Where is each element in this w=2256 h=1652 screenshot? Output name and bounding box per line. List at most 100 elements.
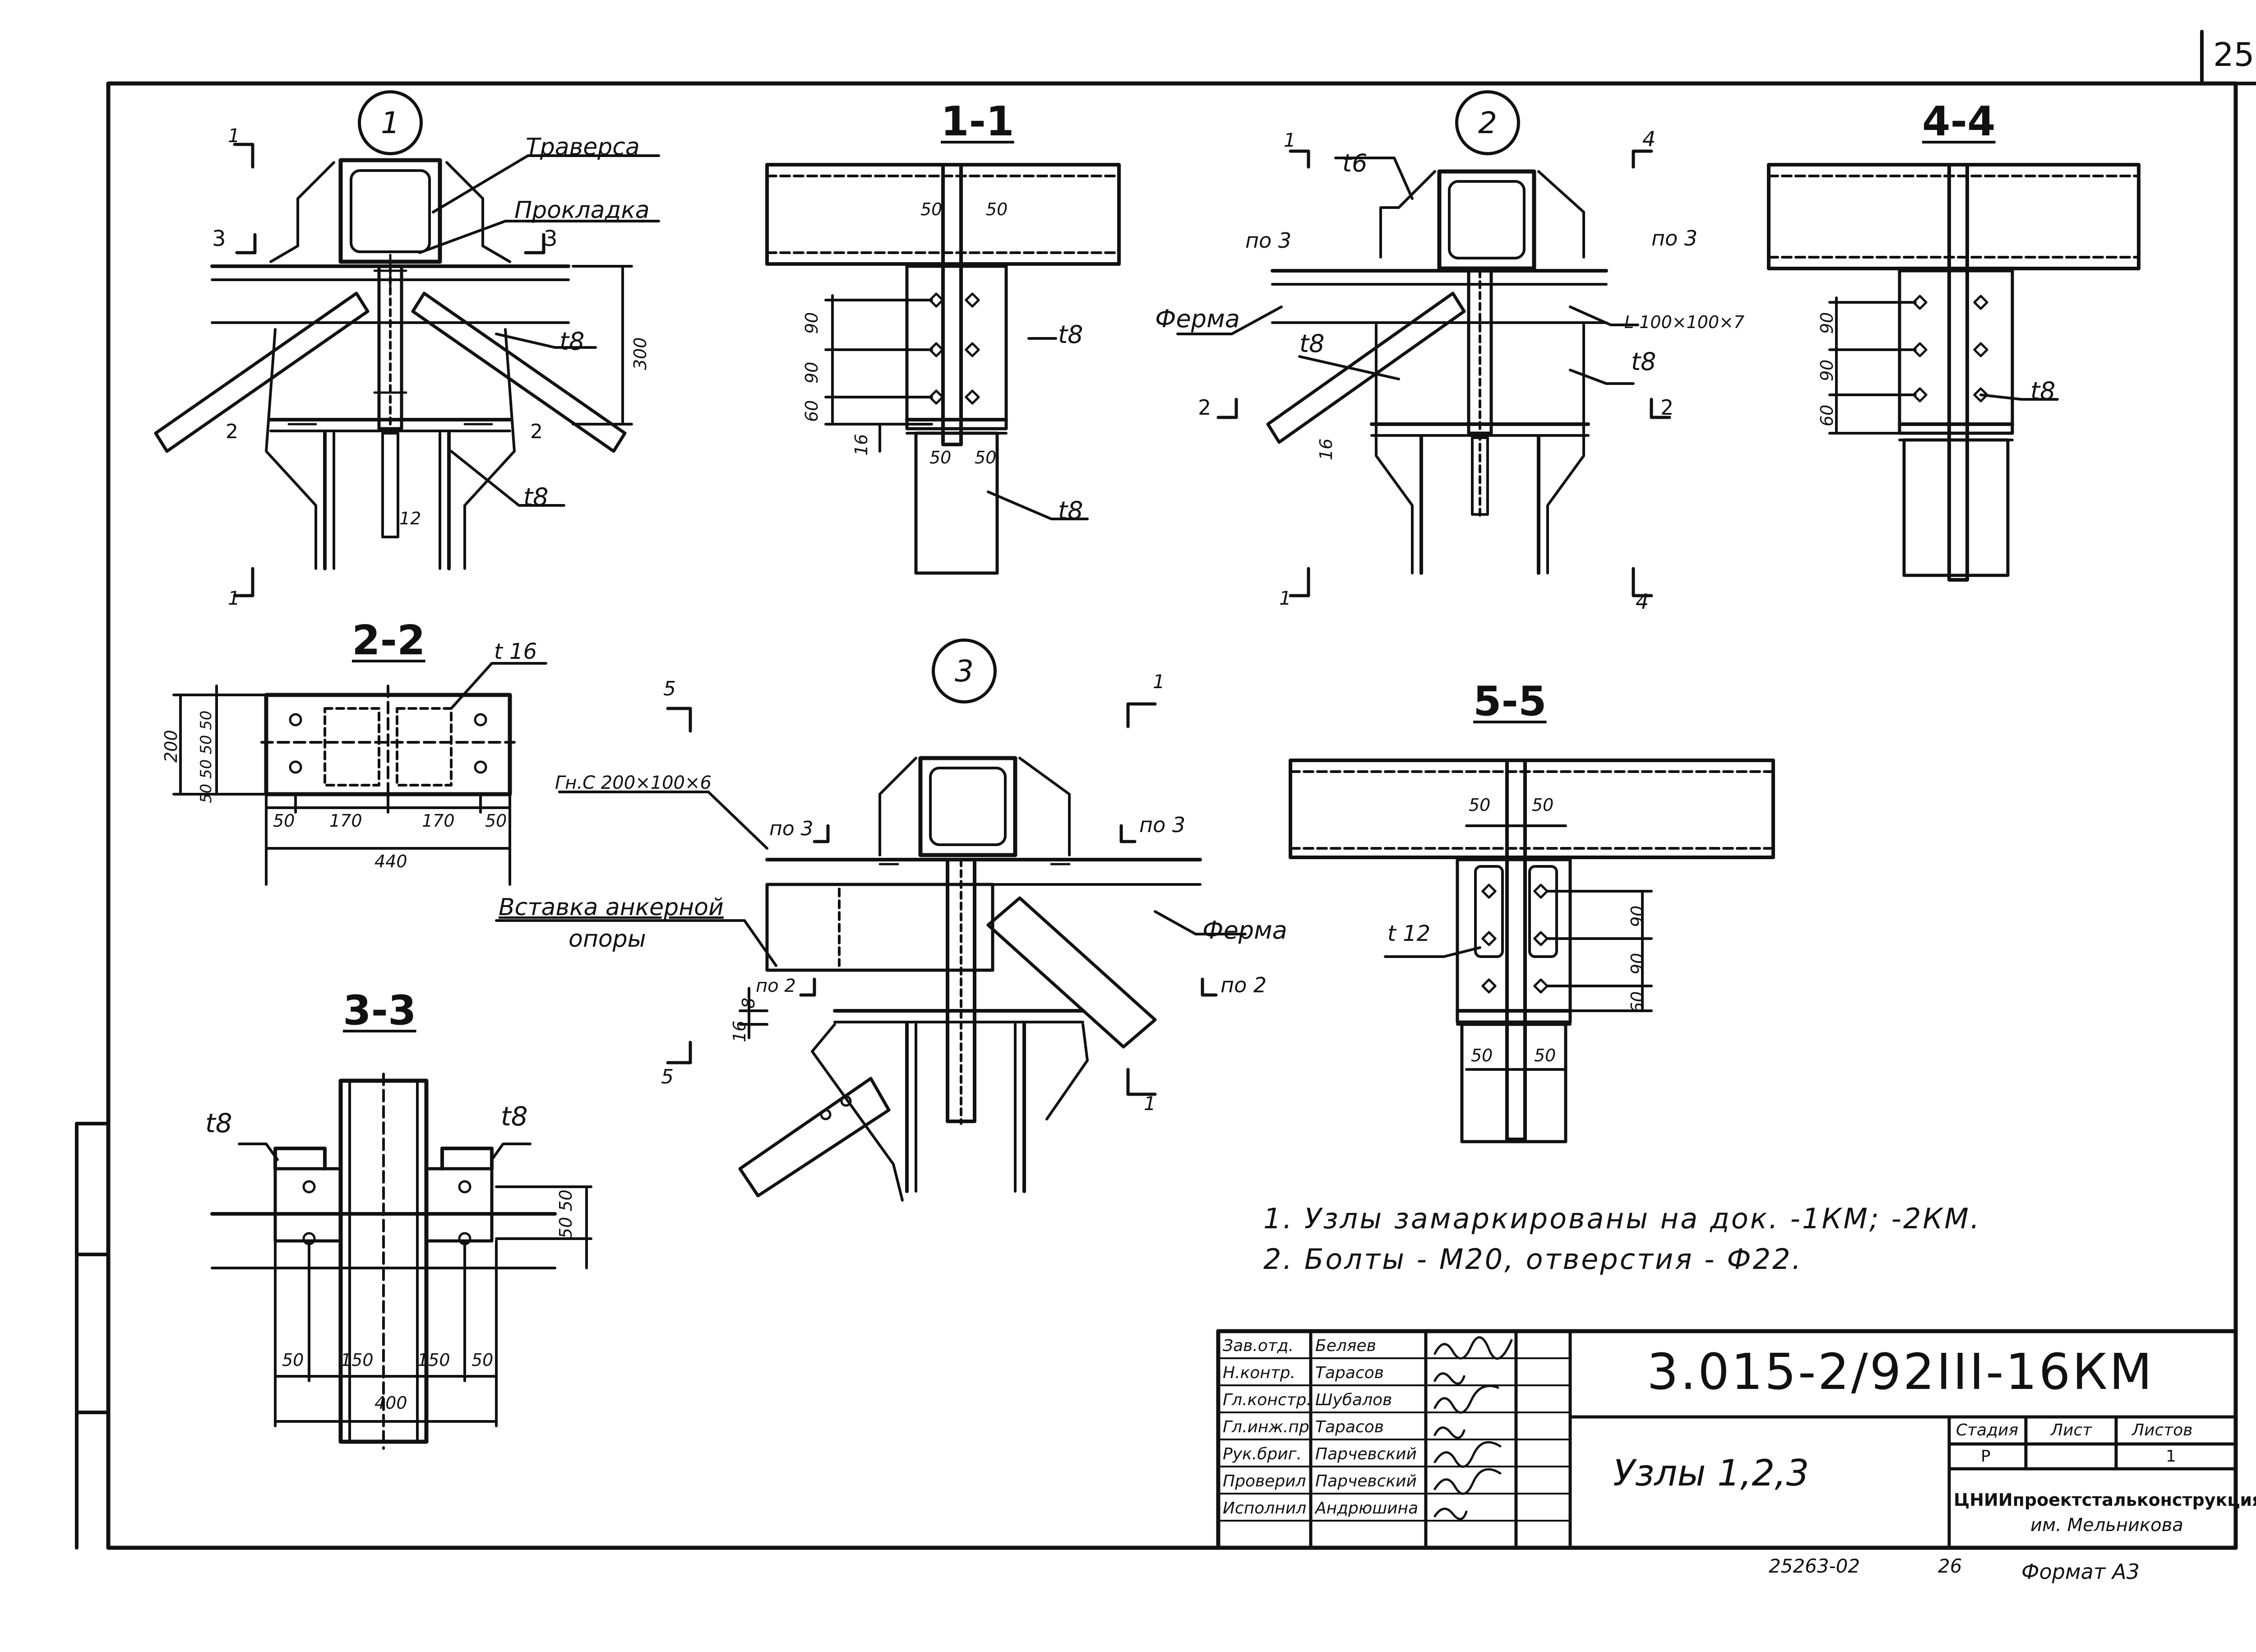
node-2-t6: t6 <box>1342 149 1368 177</box>
stage-header: Стадия <box>1956 1421 2019 1439</box>
node-3-cut-1-top: 1 <box>1153 671 1165 693</box>
node-2-angle: L 100×100×7 <box>1624 312 1745 332</box>
section-2-2-t16: t 16 <box>494 639 537 664</box>
sheets-value: 1 <box>2166 1447 2176 1466</box>
section-1-1-drawing <box>765 163 1121 575</box>
section-3-3-title: 3-3 <box>343 987 416 1034</box>
node-3-po3-right: по 3 <box>1139 813 1186 837</box>
section-4-4-title: 4-4 <box>1922 98 1996 145</box>
sig-name-3: Тарасов <box>1315 1418 1384 1436</box>
section-5-5-drawing <box>1289 759 1775 1143</box>
note-1: 1. Узлы замаркированы на док. -1КМ; -2КМ… <box>1263 1202 1981 1235</box>
sig-role-1: Н.контр. <box>1223 1364 1296 1382</box>
drawing-title: Узлы 1,2,3 <box>1613 1452 1809 1494</box>
section-3-3-dim-5050: 50 50 <box>556 1189 576 1239</box>
section-5-5-dim-60: 60 <box>1627 991 1647 1013</box>
node-2-po3-left: по 3 <box>1245 228 1292 253</box>
node-2-po3-right: по 3 <box>1651 226 1698 250</box>
page-number: 25 <box>2213 36 2255 74</box>
footer-page: 26 <box>1938 1555 1962 1577</box>
section-1-1-dim-50-right: 50 <box>986 199 1008 219</box>
node-3-number: 3 <box>955 653 974 689</box>
sig-name-0: Беляев <box>1315 1337 1376 1355</box>
footer-archive-number: 25263-02 <box>1769 1555 1860 1577</box>
node-1-marker: 1 <box>358 90 423 155</box>
org-name: ЦНИИпроектстальконструкция <box>1954 1490 2256 1510</box>
org-name-line2: им. Мельникова <box>2030 1515 2183 1536</box>
node-1-cut-2-right: 2 <box>530 420 543 443</box>
section-2-2-dim-50-right: 50 <box>485 811 507 831</box>
section-4-4-dim-60: 60 <box>1817 404 1837 426</box>
note-2: 2. Болты - М20, отверстия - Ф22. <box>1263 1243 1803 1276</box>
section-1-1-t8-upper: t8 <box>1058 320 1083 349</box>
section-4-4-dim-90-a: 90 <box>1817 312 1837 334</box>
sig-name-5: Парчевский <box>1315 1472 1417 1490</box>
section-3-3-dim-50-right: 50 <box>472 1350 494 1370</box>
node-3-po2-left: по 2 <box>756 976 796 996</box>
node-2-cut-1-bottom: 1 <box>1279 587 1291 609</box>
section-2-2-dim-200: 200 <box>161 730 181 763</box>
node-1-cut-3-right: 3 <box>544 226 558 251</box>
section-5-5-dim-90-a: 90 <box>1627 905 1647 927</box>
node-2-cut-1-top: 1 <box>1284 129 1296 151</box>
section-2-2-dim-440: 440 <box>374 851 407 871</box>
sig-role-4: Рук.бриг. <box>1223 1445 1302 1463</box>
section-3-3-dim-50-left: 50 <box>282 1350 304 1370</box>
section-4-4-drawing <box>1767 163 2140 582</box>
sheet-header: Лист <box>2051 1421 2092 1439</box>
section-1-1-dim-50-lower-left: 50 <box>929 448 952 467</box>
section-4-4-dim-90-b: 90 <box>1817 359 1837 381</box>
section-1-1-dim-16: 16 <box>851 434 871 456</box>
section-2-2-drawing <box>172 662 547 886</box>
node-3-ferma: Ферма <box>1202 916 1287 944</box>
node-2-number: 2 <box>1478 105 1497 140</box>
node-2-t8-left: t8 <box>1299 329 1325 358</box>
section-5-5-t12: t 12 <box>1387 921 1431 946</box>
section-3-3-t8-left: t8 <box>205 1108 232 1138</box>
node-2-t8-right: t8 <box>1631 347 1656 376</box>
node-1-cut-2-left: 2 <box>226 420 238 443</box>
sig-name-2: Шубалов <box>1315 1391 1392 1409</box>
node-3-channel-label: Гн.С 200×100×6 <box>555 773 712 793</box>
node-2-cut-4-top: 4 <box>1642 127 1656 151</box>
footer-format: Формат А3 <box>2021 1559 2140 1584</box>
node-1-dim-12: 12 <box>399 509 421 528</box>
section-2-2-dim-50-left: 50 <box>273 811 295 831</box>
doc-code: 3.015-2/92ІІІ-16КМ <box>1647 1343 2154 1401</box>
node-1-number: 1 <box>381 105 400 140</box>
node-2-cut-2-right: 2 <box>1660 395 1674 420</box>
section-3-3-t8-right: t8 <box>501 1101 528 1132</box>
node-2-cut-2-left: 2 <box>1198 395 1211 420</box>
node-3-drawing <box>495 702 1247 1202</box>
node-1-t8-lower: t8 <box>523 483 549 511</box>
node-3-marker: 3 <box>932 639 997 703</box>
section-3-3-dim-400: 400 <box>374 1393 407 1413</box>
section-5-5-title: 5-5 <box>1473 678 1547 725</box>
section-3-3-drawing <box>210 1073 592 1450</box>
section-1-1-dim-50-lower-right: 50 <box>975 448 997 467</box>
node-3-cut-5-top: 5 <box>663 677 676 700</box>
node-1-cut-3-left: 3 <box>212 226 226 251</box>
node-3-dim-8: 8 <box>739 997 758 1009</box>
section-5-5-dim-50-left: 50 <box>1469 795 1491 815</box>
section-2-2-dim-50-stack: 50 50 50 50 <box>197 710 215 803</box>
node-3-po3-left: по 3 <box>769 817 814 840</box>
sig-name-4: Парчевский <box>1315 1445 1417 1463</box>
section-1-1-title: 1-1 <box>941 98 1014 145</box>
node-3-vstavka-line1: Вставка анкерной <box>499 894 724 921</box>
node-1-traversa-label: Траверса <box>526 134 640 161</box>
node-1-dim-300: 300 <box>630 337 650 370</box>
section-1-1-t8-lower: t8 <box>1058 496 1083 525</box>
section-1-1-dim-50-left: 50 <box>920 199 943 219</box>
sheets-header: Листов <box>2132 1421 2193 1439</box>
section-5-5-dim-50-lower-left: 50 <box>1471 1046 1493 1065</box>
node-1-cut-bottom: 1 <box>228 587 240 609</box>
sig-role-5: Проверил <box>1223 1472 1306 1490</box>
node-1-prokladka-label: Прокладка <box>514 197 650 224</box>
section-4-4-t8: t8 <box>2030 377 2056 405</box>
sig-role-3: Гл.инж.пр. <box>1223 1418 1315 1436</box>
node-1-cut-top: 1 <box>228 125 240 147</box>
section-3-3-dim-150-right: 150 <box>417 1350 450 1370</box>
section-3-3-dim-150-left: 150 <box>341 1350 374 1370</box>
